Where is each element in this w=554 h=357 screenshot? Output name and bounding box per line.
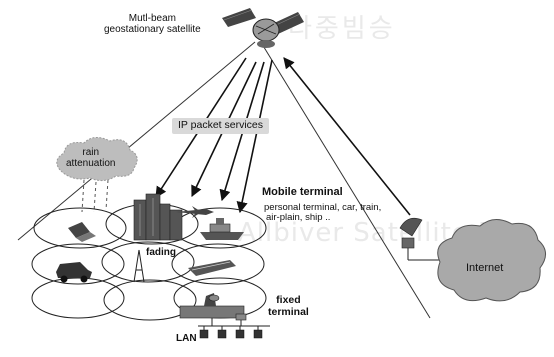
lan-label: LAN <box>176 333 197 344</box>
airplane-icon <box>176 206 214 218</box>
fixed-terminal-label: fixed terminal <box>268 294 309 318</box>
train-icon <box>188 260 236 276</box>
satellite-icon <box>222 8 304 48</box>
mobile-desc-line2: air-plain, ship .. <box>266 212 331 224</box>
fixed-label-line2: terminal <box>268 305 309 318</box>
ip-services-label: IP packet services <box>172 118 270 134</box>
ship-icon <box>200 218 244 240</box>
city-buildings-icon <box>133 193 183 241</box>
ghost-text-top: 다중빔승 <box>288 14 396 44</box>
satellite-label-line2: geostationary satellite <box>104 24 201 35</box>
fixed-label-line1: fixed <box>276 294 301 306</box>
uplink-arrow <box>283 57 411 216</box>
rain-label-line2: attenuation <box>66 158 116 169</box>
mobile-terminal-description: personal terminal, car, train, air-plain… <box>264 202 382 224</box>
satellite-label-line1: Mutl-beam <box>128 13 176 24</box>
coverage-lines <box>17 41 431 319</box>
antenna-tower-icon <box>133 249 145 283</box>
fading-label: fading <box>146 247 176 258</box>
mobile-desc-line1: personal terminal, car, train, <box>264 202 382 213</box>
rain-label-line1: rain <box>82 147 100 158</box>
laptop-icon <box>68 222 96 242</box>
rain-cloud-icon <box>56 137 138 213</box>
mobile-terminal-title: Mobile terminal <box>262 186 343 198</box>
rain-attenuation-label: rain attenuation <box>66 147 116 169</box>
internet-label: Internet <box>466 262 504 274</box>
car-icon <box>56 262 92 283</box>
gateway-dish-icon <box>399 217 440 261</box>
fixed-terminal-icon <box>179 293 245 319</box>
lan-network-icon <box>198 313 270 339</box>
internet-cloud-icon <box>437 219 546 302</box>
satellite-label: Mutl-beam geostationary satellite <box>104 13 201 35</box>
downlink-arrows <box>155 57 273 214</box>
